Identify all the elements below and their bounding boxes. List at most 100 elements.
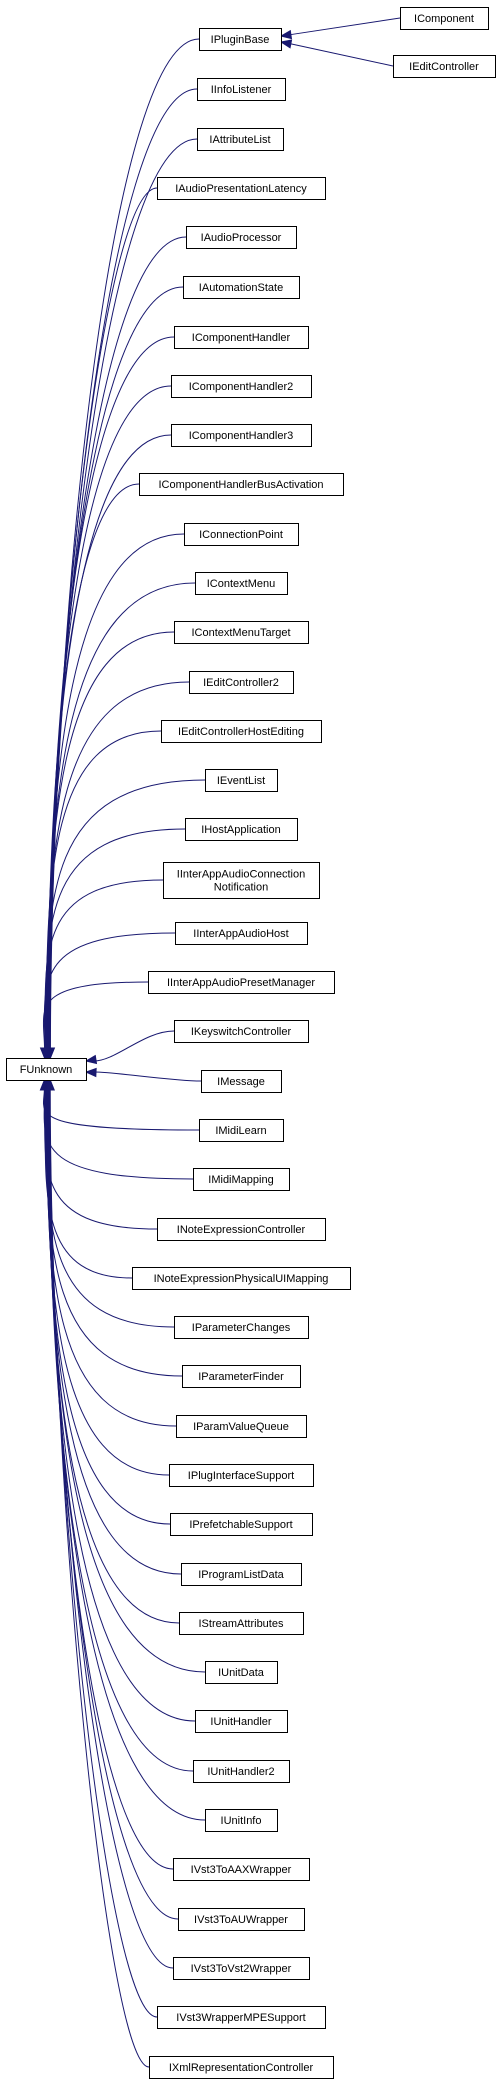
node-i-context-menu[interactable]: IContextMenu (195, 572, 288, 595)
edge-i-audio-presentation-latency (49, 187, 158, 1050)
node-i-note-expression-physical-ui-mapping[interactable]: INoteExpressionPhysicalUIMapping (132, 1267, 351, 1290)
node-i-audio-processor-box (186, 226, 297, 249)
node-i-component-handler2[interactable]: IComponentHandler2 (171, 375, 312, 398)
node-i-audio-presentation-latency[interactable]: IAudioPresentationLatency (157, 177, 326, 200)
node-i-component-handler-bus-activation[interactable]: IComponentHandlerBusActivation (139, 473, 344, 496)
node-i-inter-app-audio-connection-notification-label-2: Notification (214, 882, 268, 894)
node-i-midi-learn[interactable]: IMidiLearn (199, 1119, 284, 1142)
node-i-stream-attributes-label: IStreamAttributes (199, 1618, 284, 1630)
edge-i-inter-app-audio-connection-notification (44, 879, 164, 1050)
node-i-unit-handler2[interactable]: IUnitHandler2 (193, 1760, 290, 1783)
node-i-component-handler-box (174, 326, 309, 349)
node-funknown-box (6, 1058, 87, 1081)
node-i-vst3-to-vst2-wrapper-box (173, 1957, 310, 1980)
node-i-event-list[interactable]: IEventList (205, 769, 278, 792)
node-i-edit-controller2-label: IEditController2 (203, 677, 279, 689)
node-i-connection-point[interactable]: IConnectionPoint (184, 523, 299, 546)
node-i-note-expression-controller[interactable]: INoteExpressionController (157, 1218, 326, 1241)
node-funknown[interactable]: FUnknown (6, 1058, 87, 1081)
node-i-host-application[interactable]: IHostApplication (185, 818, 298, 841)
node-i-midi-mapping-box (193, 1168, 290, 1191)
node-i-vst3-to-au-wrapper[interactable]: IVst3ToAUWrapper (178, 1908, 305, 1931)
edge-i-edit-controller-arrow (279, 39, 293, 49)
node-i-attribute-list-box (197, 128, 284, 151)
node-i-component-handler3-label: IComponentHandler3 (189, 430, 294, 442)
node-i-xml-representation-controller-label: IXmlRepresentationController (169, 2062, 314, 2074)
node-i-edit-controller[interactable]: IEditController (393, 55, 496, 78)
node-i-info-listener[interactable]: IInfoListener (197, 78, 286, 101)
edge-i-unit-handler (47, 1088, 196, 1722)
node-i-edit-controller-host-editing-label: IEditControllerHostEditing (178, 726, 304, 738)
node-i-host-application-label: IHostApplication (201, 824, 281, 836)
node-i-context-menu-target-label: IContextMenuTarget (191, 627, 290, 639)
node-i-xml-representation-controller[interactable]: IXmlRepresentationController (149, 2056, 334, 2079)
node-i-inter-app-audio-preset-manager-box (148, 971, 335, 994)
node-i-midi-mapping[interactable]: IMidiMapping (193, 1168, 290, 1191)
node-i-component-handler[interactable]: IComponentHandler (174, 326, 309, 349)
node-i-prefetchable-support[interactable]: IPrefetchableSupport (170, 1513, 313, 1536)
node-i-unit-info[interactable]: IUnitInfo (205, 1809, 278, 1832)
node-i-program-list-data-label: IProgramListData (198, 1569, 284, 1581)
node-i-plug-interface-support-label: IPlugInterfaceSupport (188, 1470, 294, 1482)
node-i-connection-point-label: IConnectionPoint (199, 529, 283, 541)
edge-i-automation-state (48, 286, 184, 1050)
node-i-keyswitch-controller[interactable]: IKeyswitchController (174, 1020, 309, 1043)
edge-i-note-expression-controller (44, 1088, 158, 1230)
node-i-xml-representation-controller-box (149, 2056, 334, 2079)
node-i-unit-data[interactable]: IUnitData (205, 1661, 278, 1684)
node-i-inter-app-audio-host[interactable]: IInterAppAudioHost (175, 922, 308, 945)
edge-i-xml-representation-controller (49, 1088, 150, 2068)
node-i-component[interactable]: IComponent (400, 7, 489, 30)
node-i-edit-controller2[interactable]: IEditController2 (189, 671, 294, 694)
node-i-audio-processor[interactable]: IAudioProcessor (186, 226, 297, 249)
node-i-plug-interface-support[interactable]: IPlugInterfaceSupport (169, 1464, 314, 1487)
node-i-message[interactable]: IMessage (201, 1070, 282, 1093)
node-i-host-application-box (185, 818, 298, 841)
node-i-info-listener-label: IInfoListener (211, 84, 272, 96)
node-i-component-handler-bus-activation-box (139, 473, 344, 496)
node-i-inter-app-audio-preset-manager[interactable]: IInterAppAudioPresetManager (148, 971, 335, 994)
node-i-context-menu-box (195, 572, 288, 595)
edge-i-component-arrow (279, 29, 293, 40)
node-i-automation-state-label: IAutomationState (199, 282, 283, 294)
node-i-unit-handler2-label: IUnitHandler2 (207, 1766, 274, 1778)
node-i-unit-handler2-box (193, 1760, 290, 1783)
node-i-automation-state[interactable]: IAutomationState (183, 276, 300, 299)
node-i-parameter-finder[interactable]: IParameterFinder (182, 1365, 301, 1388)
node-i-program-list-data[interactable]: IProgramListData (181, 1563, 302, 1586)
node-i-edit-controller-host-editing[interactable]: IEditControllerHostEditing (161, 720, 322, 743)
node-i-unit-handler[interactable]: IUnitHandler (195, 1710, 288, 1733)
node-i-unit-handler-box (195, 1710, 288, 1733)
node-i-edit-controller-box (393, 55, 496, 78)
node-i-attribute-list[interactable]: IAttributeList (197, 128, 284, 151)
node-i-midi-learn-box (199, 1119, 284, 1142)
node-i-note-expression-physical-ui-mapping-label: INoteExpressionPhysicalUIMapping (154, 1273, 329, 1285)
node-i-vst3-wrapper-mpe-support[interactable]: IVst3WrapperMPESupport (157, 2006, 326, 2029)
node-i-plugin-base-box (199, 28, 282, 51)
edge-i-component-handler3 (47, 434, 172, 1050)
node-i-note-expression-controller-label: INoteExpressionController (177, 1224, 306, 1236)
node-i-vst3-to-aax-wrapper[interactable]: IVst3ToAAXWrapper (173, 1858, 310, 1881)
node-i-stream-attributes[interactable]: IStreamAttributes (179, 1612, 304, 1635)
node-i-vst3-to-au-wrapper-box (178, 1908, 305, 1931)
node-i-vst3-to-au-wrapper-label: IVst3ToAUWrapper (194, 1914, 288, 1926)
node-i-param-value-queue[interactable]: IParamValueQueue (176, 1415, 307, 1438)
node-i-parameter-changes-box (174, 1316, 309, 1339)
node-i-unit-info-label: IUnitInfo (221, 1815, 262, 1827)
node-i-vst3-to-vst2-wrapper[interactable]: IVst3ToVst2Wrapper (173, 1957, 310, 1980)
edge-i-midi-learn (42, 1088, 200, 1131)
node-i-component-handler3[interactable]: IComponentHandler3 (171, 424, 312, 447)
edge-i-event-list (45, 779, 206, 1050)
node-i-unit-data-box (205, 1661, 278, 1684)
node-i-context-menu-target[interactable]: IContextMenuTarget (174, 621, 309, 644)
node-i-vst3-wrapper-mpe-support-label: IVst3WrapperMPESupport (176, 2012, 305, 2024)
node-i-plugin-base[interactable]: IPluginBase (199, 28, 282, 51)
node-i-parameter-finder-label: IParameterFinder (198, 1371, 284, 1383)
node-i-parameter-finder-box (182, 1365, 301, 1388)
node-i-parameter-changes[interactable]: IParameterChanges (174, 1316, 309, 1339)
node-i-audio-presentation-latency-label: IAudioPresentationLatency (175, 183, 307, 195)
node-i-midi-learn-label: IMidiLearn (215, 1125, 266, 1137)
edge-i-vst3-to-au-wrapper (48, 1088, 179, 1920)
edge-i-edit-controller-host-editing (45, 730, 162, 1050)
